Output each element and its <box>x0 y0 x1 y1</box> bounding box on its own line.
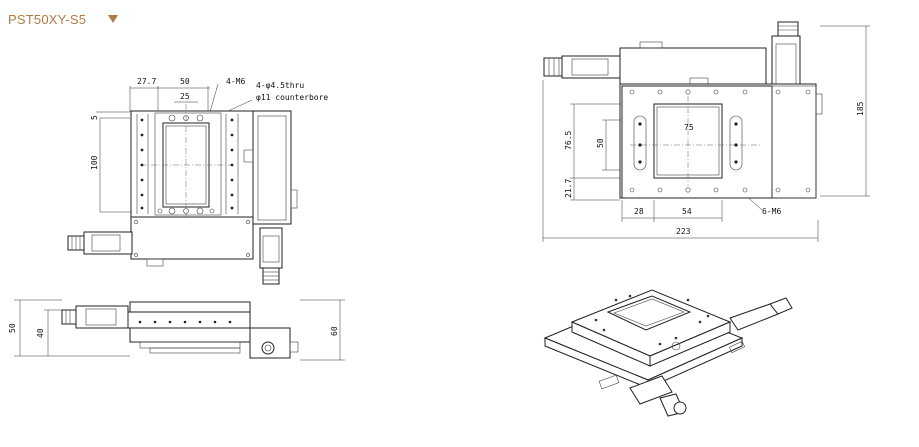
dim-223: 223 <box>676 227 691 236</box>
model-title: PST50XY-S5 <box>8 11 87 27</box>
dim-76-5: 76.5 <box>564 131 573 150</box>
dim-27-7: 27.7 <box>137 77 156 86</box>
callout-4-m6: 4-M6 <box>226 77 245 86</box>
dim-50-top: 50 <box>180 77 190 86</box>
dim-185: 185 <box>856 101 865 116</box>
dim-5: 5 <box>90 115 99 120</box>
side-view: 50 40 60 <box>8 299 345 361</box>
dim-side-40: 40 <box>36 328 45 338</box>
isometric-view <box>543 289 793 417</box>
dim-50-right: 50 <box>596 138 605 148</box>
callout-thru-holes: 4-φ4.5thru <box>256 81 304 90</box>
right-view: 75 76.5 50 21.7 28 54 6-M6 223 185 <box>542 21 870 242</box>
dim-54: 54 <box>682 207 692 216</box>
dim-28: 28 <box>634 207 644 216</box>
dim-21-7: 21.7 <box>564 179 573 198</box>
dim-side-60: 60 <box>330 326 339 336</box>
dim-75: 75 <box>684 123 694 132</box>
callout-6-m6: 6-M6 <box>762 207 781 216</box>
dim-side-50: 50 <box>8 323 17 333</box>
top-view: 27.7 50 25 4-M6 4-φ4.5thru φ11 counterbo… <box>67 77 328 285</box>
model-header[interactable]: PST50XY-S5 <box>8 8 119 30</box>
callout-counterbore: φ11 counterbore <box>256 93 328 102</box>
dim-25: 25 <box>180 92 190 101</box>
dim-100: 100 <box>90 155 99 170</box>
triangle-down-icon[interactable] <box>108 15 119 23</box>
